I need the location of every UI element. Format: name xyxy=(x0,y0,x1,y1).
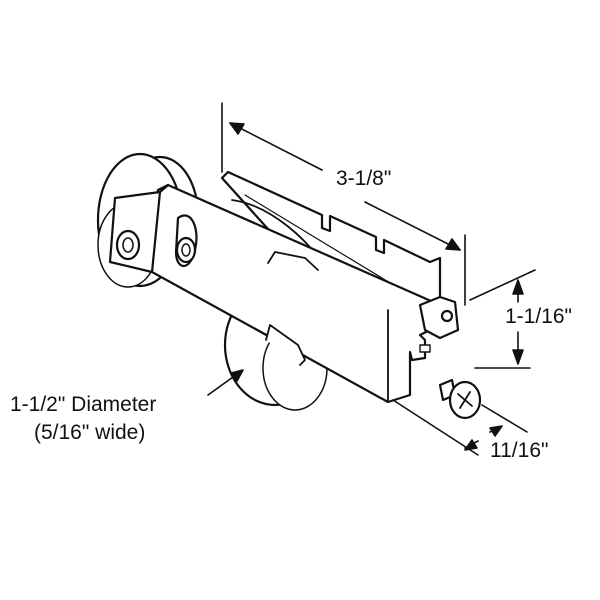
label-wheel-width: (5/16" wide) xyxy=(34,421,146,444)
label-wheel-diameter: 1-1/2" Diameter xyxy=(10,393,157,416)
label-length: 3-1/8" xyxy=(336,167,392,190)
axle-bolts xyxy=(115,214,198,268)
adjustment-screw xyxy=(438,378,482,420)
dimension-height xyxy=(469,269,536,369)
dimension-width xyxy=(392,399,528,456)
dimension-length xyxy=(221,102,466,306)
label-height: 1-1/16" xyxy=(505,305,572,328)
leader-wheel-diameter xyxy=(207,369,244,396)
label-width: 11/16" xyxy=(490,439,549,462)
